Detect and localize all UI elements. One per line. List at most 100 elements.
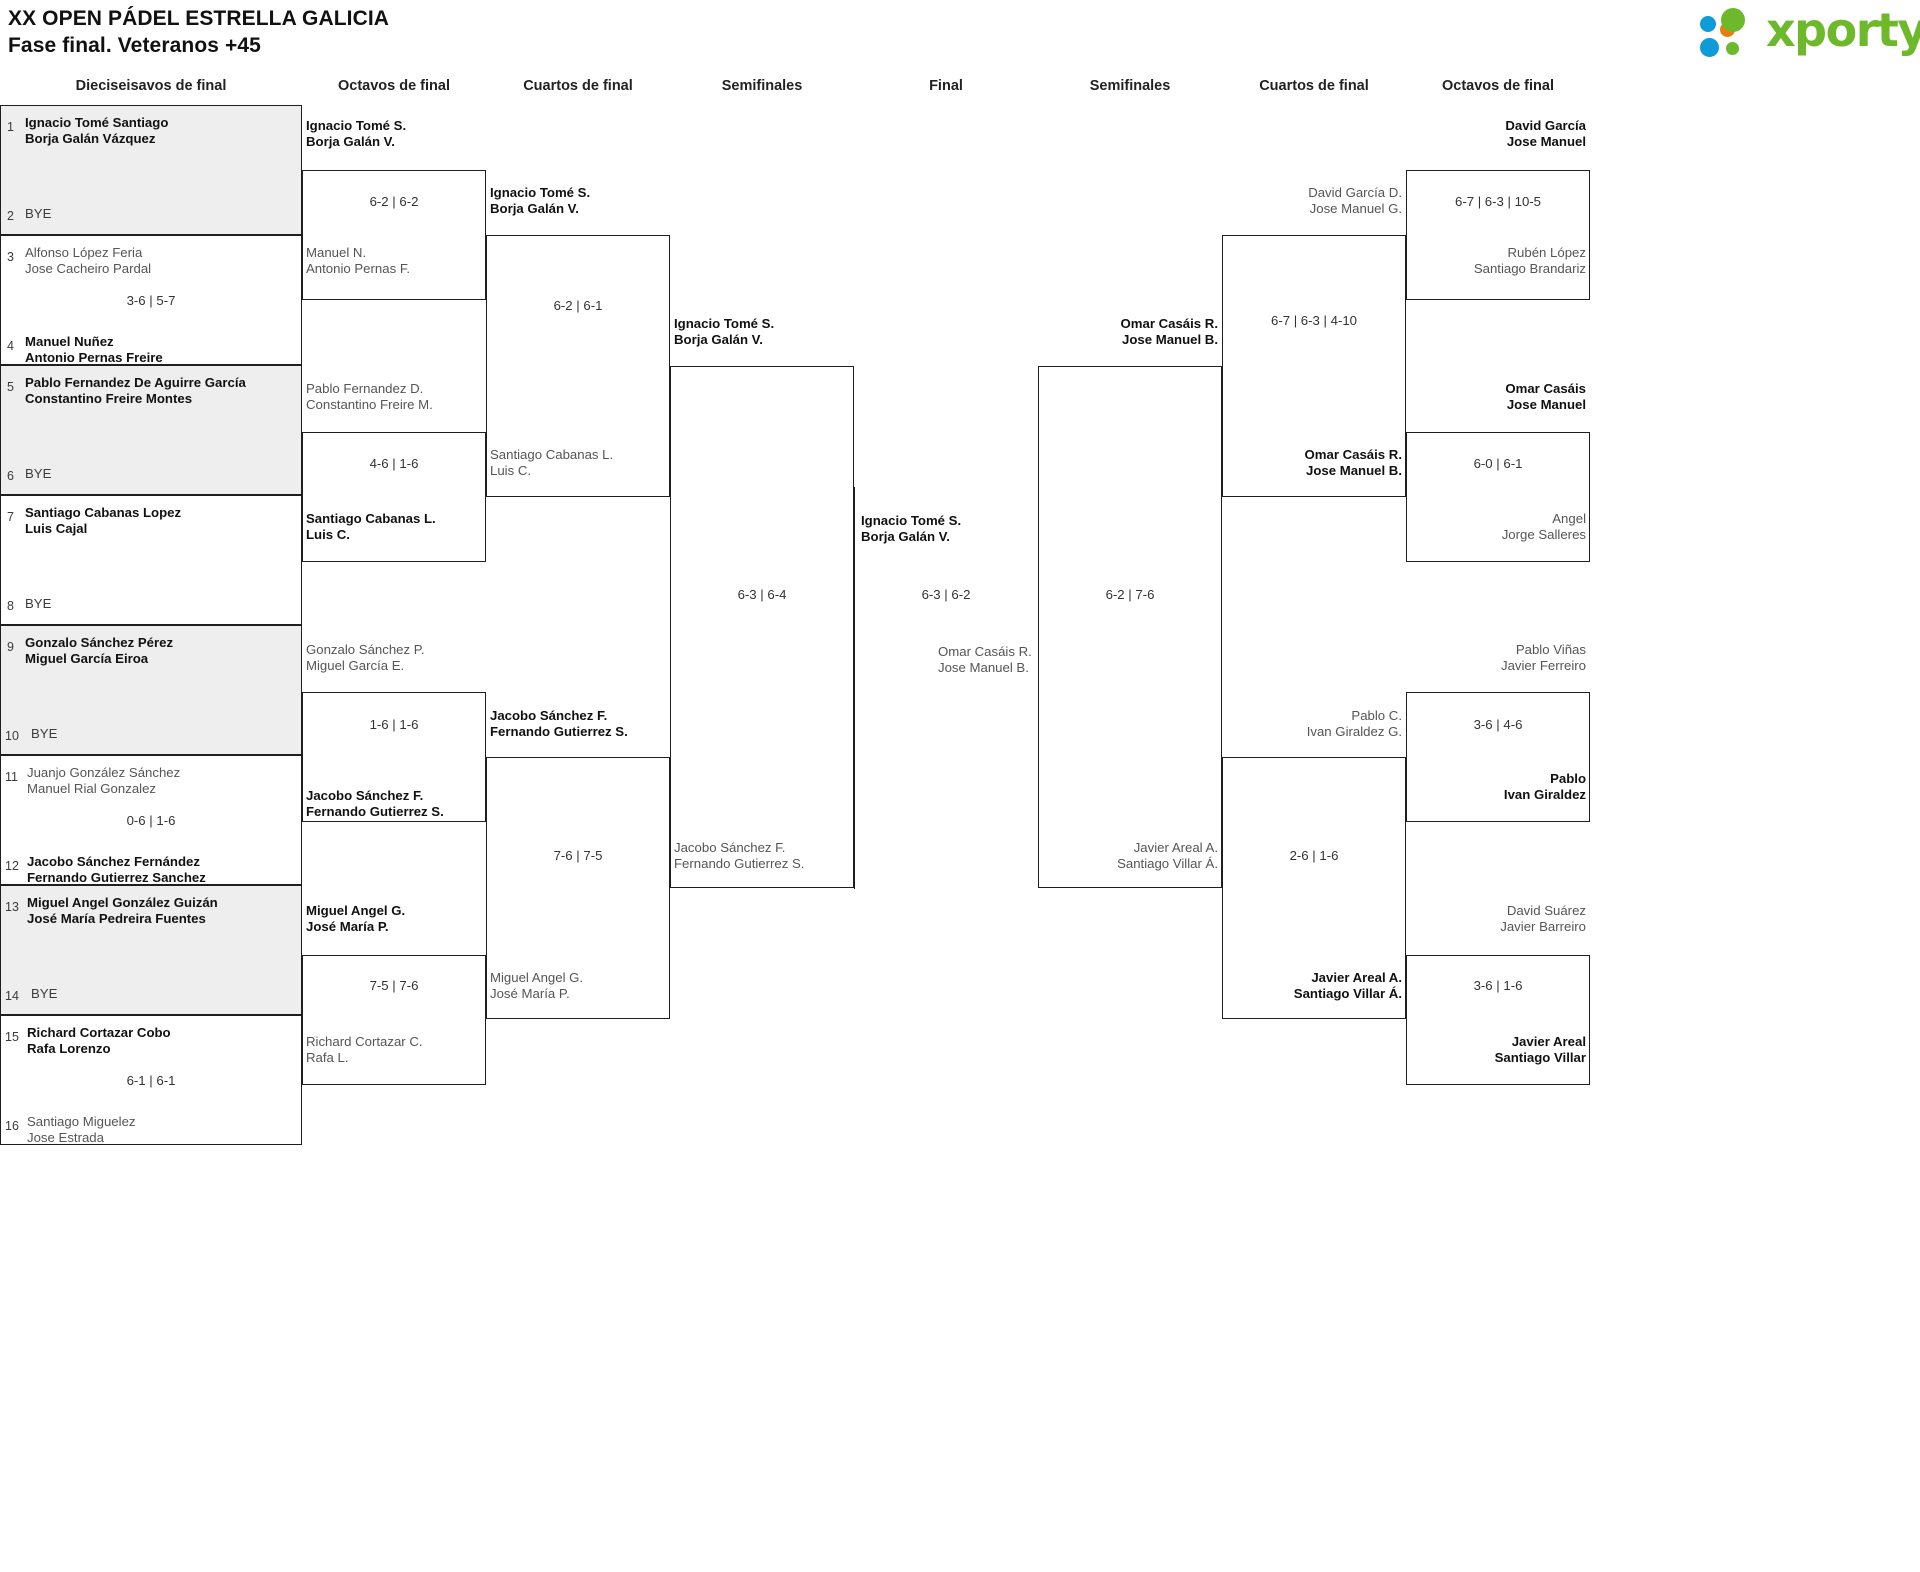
player-2: Ivan Giraldez G.: [1306, 723, 1402, 739]
match-box-right-qf-1[interactable]: [1222, 235, 1406, 497]
seed-number-2: 2: [7, 209, 14, 223]
final-score: 6-3 | 6-2: [921, 587, 971, 602]
right-r16-1-score: 6-7 | 6-3 | 10-5: [1454, 194, 1542, 209]
player-2: Luis C.: [490, 462, 532, 478]
seed-cell-3[interactable]: 3 Alfonso López Feria Jose Cacheiro Pard…: [0, 235, 302, 365]
match-box-right-qf-2[interactable]: [1222, 757, 1406, 1019]
seed-players: Gonzalo Sánchez Pérez Miguel García Eiro…: [25, 635, 173, 666]
seed-cell-11[interactable]: 11 Juanjo González Sánchez Manuel Rial G…: [0, 755, 302, 885]
player-1: Ignacio Tomé S.: [861, 513, 962, 528]
left-r16-4-top: Miguel Angel G.José María P.: [306, 903, 405, 934]
player-2: Antonio Pernas Freire: [25, 349, 163, 365]
seed-number-2: 12: [5, 859, 19, 873]
bye-label: BYE: [25, 206, 52, 221]
left-r16-4-score: 7-5 | 7-6: [369, 978, 419, 993]
left-sf-score: 6-3 | 6-4: [737, 587, 787, 602]
right-sf-bottom: Javier Areal A.Santiago Villar Á.: [1038, 840, 1218, 871]
player-1: David García: [1505, 118, 1586, 133]
player-1: Pablo Fernandez De Aguirre García: [25, 375, 246, 390]
player-2: Rafa Lorenzo: [27, 1040, 111, 1056]
final-top: Ignacio Tomé S.Borja Galán V.: [861, 513, 961, 544]
match-score: 6-1 | 6-1: [126, 1073, 176, 1088]
bye-label: BYE: [25, 466, 52, 481]
match-box-left-r16-3[interactable]: [302, 692, 486, 822]
seed-number-2: 10: [5, 729, 19, 743]
seed-number: 9: [7, 640, 14, 654]
bye-label: BYE: [31, 726, 58, 741]
seed-players: Miguel Angel González Guizán José María …: [27, 895, 218, 926]
final-divider: [854, 487, 855, 889]
player-2: José María P.: [490, 985, 570, 1001]
player-2: Fernando Gutierrez S.: [490, 723, 628, 739]
player-1: Pablo: [1550, 771, 1586, 786]
player-1: Pablo C.: [1351, 708, 1402, 723]
left-r16-3-top: Gonzalo Sánchez P.Miguel García E.: [306, 642, 425, 673]
player-2: Santiago Villar Á.: [1293, 985, 1402, 1001]
player-2: Borja Galán V.: [674, 331, 763, 347]
player-1: Santiago Cabanas L.: [306, 511, 436, 526]
player-2: Rafa L.: [306, 1049, 349, 1065]
match-box-left-qf-1[interactable]: [486, 235, 670, 497]
right-qf-1-top: David García D.Jose Manuel G.: [1222, 185, 1402, 216]
round-label-left-r32: Dieciseisavos de final: [75, 78, 227, 94]
match-box-right-r16-2[interactable]: [1406, 432, 1590, 562]
match-box-right-r16-3[interactable]: [1406, 692, 1590, 822]
bye-label: BYE: [31, 986, 58, 1001]
player-2: Jose Manuel B.: [1121, 331, 1218, 347]
match-box-left-r16-1[interactable]: [302, 170, 486, 300]
right-sf-score: 6-2 | 7-6: [1105, 587, 1155, 602]
player-2: Jose Estrada: [27, 1129, 104, 1145]
left-qf-2-score: 7-6 | 7-5: [553, 848, 603, 863]
left-sf-bottom: Jacobo Sánchez F.Fernando Gutierrez S.: [674, 840, 804, 871]
player-2: Luis C.: [306, 526, 350, 542]
player-2: Jose Manuel: [1506, 396, 1586, 412]
player-1: Jacobo Sánchez Fernández: [27, 854, 200, 869]
player-2: Santiago Villar Á.: [1117, 855, 1218, 871]
seed-players-2: Santiago Miguelez Jose Estrada: [27, 1114, 136, 1145]
player-1: David García D.: [1308, 185, 1402, 200]
seed-cell-13[interactable]: 13 Miguel Angel González Guizán José Mar…: [0, 885, 302, 1015]
player-1: Miguel Angel González Guizán: [27, 895, 218, 910]
player-1: Javier Areal A.: [1133, 840, 1218, 855]
seed-players-2: Jacobo Sánchez Fernández Fernando Gutier…: [27, 854, 206, 885]
match-box-left-qf-2[interactable]: [486, 757, 670, 1019]
player-2: José María P.: [306, 918, 389, 934]
match-box-left-r16-2[interactable]: [302, 432, 486, 562]
xporty-logo[interactable]: xporty: [1700, 3, 1920, 62]
player-2: Antonio Pernas F.: [306, 260, 411, 276]
seed-cell-7[interactable]: 7 Santiago Cabanas Lopez Luis Cajal 8 BY…: [0, 495, 302, 625]
phase-title: Fase final. Veteranos +45: [8, 34, 261, 57]
left-sf-top: Ignacio Tomé S.Borja Galán V.: [674, 316, 774, 347]
round-label-right-sf: Semifinales: [1089, 78, 1171, 94]
left-r16-4-bottom: Richard Cortazar C.Rafa L.: [306, 1034, 423, 1065]
player-1: Rubén López: [1507, 245, 1586, 260]
match-box-right-r16-4[interactable]: [1406, 955, 1590, 1085]
right-r16-4-score: 3-6 | 1-6: [1473, 978, 1523, 993]
seed-number-2: 6: [7, 469, 14, 483]
seed-cell-15[interactable]: 15 Richard Cortazar Cobo Rafa Lorenzo 6-…: [0, 1015, 302, 1145]
player-2: Borja Galán V.: [861, 528, 950, 544]
player-2: Jose Manuel B.: [1305, 462, 1402, 478]
player-2: Jose Manuel G.: [1309, 200, 1402, 216]
seed-number: 7: [7, 510, 14, 524]
player-1: Jacobo Sánchez F.: [490, 708, 608, 723]
match-box-right-sf[interactable]: [1038, 366, 1222, 888]
seed-cell-1[interactable]: 1 Ignacio Tomé Santiago Borja Galán Vázq…: [0, 105, 302, 235]
seed-cell-5[interactable]: 5 Pablo Fernandez De Aguirre García Cons…: [0, 365, 302, 495]
match-box-left-r16-4[interactable]: [302, 955, 486, 1085]
match-box-left-sf[interactable]: [670, 366, 854, 888]
player-2: Borja Galán Vázquez: [25, 130, 156, 146]
player-1: Santiago Cabanas L.: [490, 447, 614, 462]
player-2: Luis Cajal: [25, 520, 88, 536]
player-2: Javier Barreiro: [1500, 918, 1586, 934]
match-box-right-r16-1[interactable]: [1406, 170, 1590, 300]
round-label-final: Final: [929, 78, 963, 94]
seed-cell-9[interactable]: 9 Gonzalo Sánchez Pérez Miguel García Ei…: [0, 625, 302, 755]
player-1: Miguel Angel G.: [306, 903, 406, 918]
player-1: Ignacio Tomé S.: [674, 316, 775, 331]
player-1: Santiago Cabanas Lopez: [25, 505, 182, 520]
